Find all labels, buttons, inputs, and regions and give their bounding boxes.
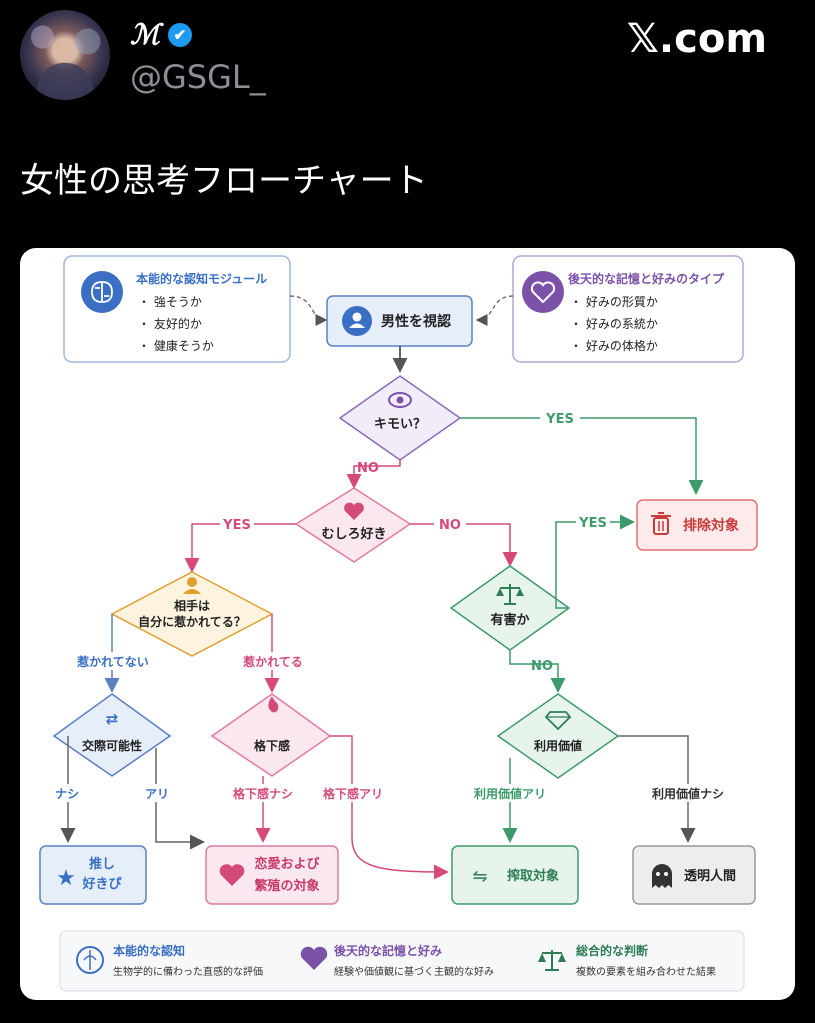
scales-icon [538,950,566,971]
diamond-icon [544,711,572,731]
riyou-ari-label: 利用価値アリ [474,786,546,801]
legend-desc: 複数の要素を組み合わせた結果 [576,965,716,978]
decision-kimoi: キモい？ [338,375,462,461]
renai-label-2: 繁殖の対象 [254,878,319,894]
outcome-sakushu: ⇋ 搾取対象 [451,845,579,905]
scales-icon [496,584,524,605]
legend-desc: 経験や価値観に基づく主観的な好み [334,965,494,978]
sakushu-label: 搾取対象 [507,868,559,884]
arrow-no [346,460,401,489]
decision-aite: 相手は 自分に惹かれてる？ [110,571,274,657]
fire-icon [268,696,279,713]
kimoi-label: キモい？ [374,417,426,432]
eye-icon [388,392,412,408]
outcome-renai: 恋愛および 繁殖の対象 [205,845,339,905]
outcome-oshi: ★ 推し 好きぴ [39,845,147,905]
ghost-icon [652,864,672,888]
outcome-toumei: 透明人間 [632,845,756,905]
attracted-label: 惹かれてる [243,654,303,669]
aite-label-2: 自分に惹かれてる？ [138,614,246,629]
person-icon [342,306,372,336]
haijo-label: 排除対象 [683,517,739,534]
module-instinct-item: ・ 友好的か [138,316,202,331]
legend: 本能的な認知 生物学的に備わった直感的な評価 後天的な記憶と好み 経験や価値観に… [59,930,745,992]
heart-icon [522,271,564,313]
yugai-label: 有害か [490,612,529,628]
module-instinct-item: ・ 健康そうか [138,338,214,353]
user-handle[interactable]: @GSGL_ [130,58,266,96]
oshi-label-2: 好きぴ [81,876,122,892]
nashi-label: ナシ [55,787,79,801]
module-learned-box: 後天的な記憶と好みのタイプ ・ 好みの形質か ・ 好みの系統か ・ 好みの体格か [512,255,744,363]
start-label: 男性を視認 [381,313,451,330]
outcome-haijo: 排除対象 [636,499,758,551]
brain-icon [81,271,123,313]
legend-desc: 生物学的に備わった直感的な評価 [113,965,263,978]
start-node: 男性を視認 [326,295,473,347]
arrow-yes [460,417,704,495]
kakushita-label: 格下感 [254,738,290,753]
oshi-label-1: 推し [89,856,115,872]
renai-label-1: 恋愛および [254,856,320,872]
toumei-label: 透明人間 [684,868,736,884]
star-icon: ★ [56,866,76,891]
module-instinct-box: 本能的な認知モジュール ・ 強そうか ・ 友好的か ・ 健康そうか [63,255,291,363]
heart-icon [300,946,328,970]
heart-icon [344,502,364,520]
brain-icon [76,946,104,974]
not-attracted-label: 惹かれてない [77,654,149,669]
mushiro-label: むしろ好き [321,526,386,542]
handshake-icon: ⇋ [472,866,487,887]
decision-mushiro: むしろ好き [294,487,412,563]
tweet-text: 女性の思考フローチャート [20,161,428,201]
no-label: NO [439,518,461,533]
arrow [155,748,205,850]
no-label: NO [531,659,553,674]
riyou-label: 利用価値 [534,738,582,753]
person-icon [183,577,201,594]
flowchart-svg: 本能的な認知モジュール ・ 強そうか ・ 友好的か ・ 健康そうか 後天的な記憶… [39,255,758,992]
dashed-arrow [475,295,514,326]
decision-kakushita: 格下感 [210,693,332,777]
arrow-yes [184,523,296,573]
legend-title: 総合的な判断 [576,943,648,958]
yes-label: YES [222,518,251,533]
arrow-yes [555,514,635,609]
module-instinct-item: ・ 強そうか [138,295,202,309]
aite-label-1: 相手は [174,598,210,613]
site-logo: 𝕏.com [626,16,767,62]
no-label: NO [357,461,379,476]
profile-avatar[interactable] [20,10,110,100]
module-instinct-title: 本能的な認知モジュール [136,271,267,286]
display-name[interactable]: ℳ ✔ [130,18,192,51]
decision-yugai: 有害か [449,565,571,651]
heart-icon [219,864,245,886]
flowchart-image[interactable]: 本能的な認知モジュール ・ 強そうか ・ 友好的か ・ 健康そうか 後天的な記憶… [20,248,795,1000]
module-learned-item: ・ 好みの系統か [570,317,658,331]
module-learned-title: 後天的な記憶と好みのタイプ [568,271,725,286]
kakushita-ari-label: 格下感アリ [323,786,383,801]
decision-kousai: ⇄ 交際可能性 [52,693,172,777]
legend-title: 後天的な記憶と好み [334,943,442,958]
dashed-arrow [289,295,328,326]
yes-label: YES [545,412,574,427]
arrow-no [509,650,566,693]
kakushita-nashi-label: 格下感ナシ [233,786,293,801]
kousai-label: 交際可能性 [82,738,142,753]
decision-riyou: 利用価値 [496,693,620,779]
riyou-nashi-label: 利用価値ナシ [652,786,724,801]
legend-title: 本能的な認知 [113,943,185,958]
shuffle-icon: ⇄ [106,710,119,728]
ari-label: アリ [145,787,169,801]
arrow [618,735,696,843]
yes-label: YES [578,516,607,531]
verified-badge-icon: ✔ [167,22,192,47]
module-learned-item: ・ 好みの体格か [570,338,658,353]
module-learned-item: ・ 好みの形質か [570,294,658,309]
trash-icon [651,512,671,535]
arrow [330,735,449,880]
display-name-text[interactable]: ℳ [130,18,160,51]
